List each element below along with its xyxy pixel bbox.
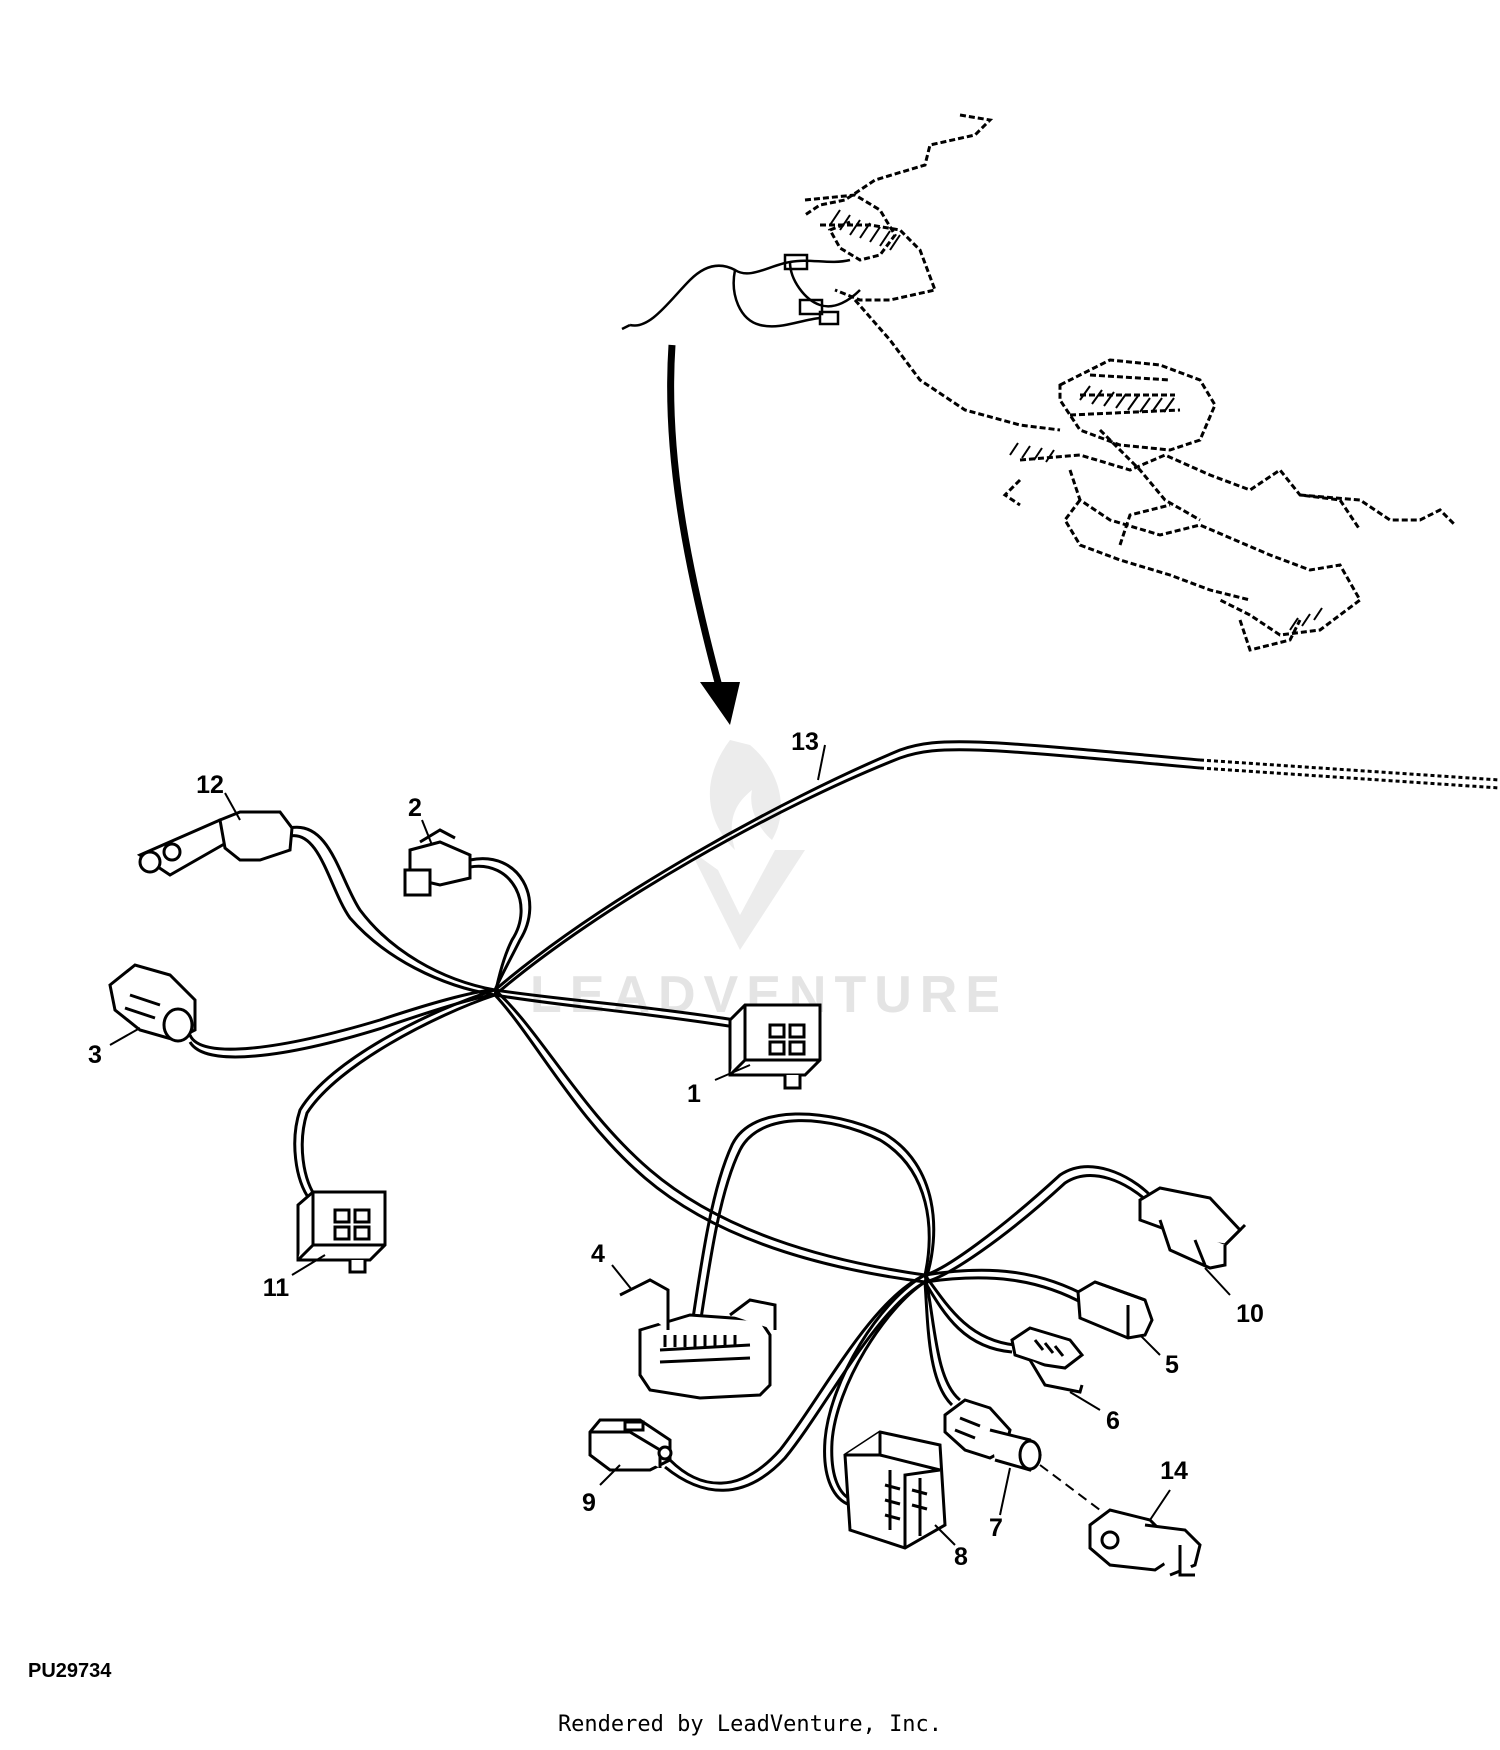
connector-14 bbox=[1088, 1508, 1202, 1577]
curved-arrow-icon bbox=[667, 344, 740, 725]
connector-8 bbox=[843, 1430, 947, 1550]
locator-harness bbox=[621, 253, 861, 331]
connector-10 bbox=[1138, 1186, 1247, 1270]
callout-3: 3 bbox=[88, 1041, 102, 1069]
connector-9 bbox=[588, 1418, 673, 1472]
callout-7: 7 bbox=[989, 1514, 1003, 1542]
harness-trunk bbox=[494, 740, 1500, 997]
connector-1 bbox=[728, 1003, 822, 1090]
callout-9: 9 bbox=[582, 1489, 596, 1517]
callout-5: 5 bbox=[1165, 1351, 1179, 1379]
connector-4 bbox=[619, 1278, 777, 1400]
callout-2: 2 bbox=[408, 794, 422, 822]
harness-branches-lower bbox=[664, 1112, 1152, 1507]
connector-7 bbox=[943, 1398, 1042, 1472]
figure-id: PU29734 bbox=[28, 1660, 112, 1682]
connector-link-dashed bbox=[1039, 1464, 1101, 1511]
connector-6 bbox=[1010, 1326, 1085, 1394]
callout-1: 1 bbox=[687, 1080, 701, 1108]
harness-mid-trunk bbox=[493, 988, 926, 1284]
callout-6: 6 bbox=[1106, 1407, 1120, 1435]
harness-branches-upper bbox=[188, 825, 736, 1201]
callout-12: 12 bbox=[196, 771, 224, 799]
machine-overview-hatching bbox=[829, 209, 1323, 631]
callout-11: 11 bbox=[263, 1274, 290, 1302]
connector-11 bbox=[296, 1190, 387, 1274]
leader-lines bbox=[109, 744, 1231, 1546]
callout-10: 10 bbox=[1236, 1300, 1264, 1328]
callout-labels: 1 2 3 4 5 6 7 8 9 10 11 12 13 14 bbox=[88, 728, 1264, 1571]
render-credit: Rendered by LeadVenture, Inc. bbox=[557, 1712, 943, 1737]
connector-2 bbox=[403, 828, 472, 897]
machine-overview bbox=[804, 113, 1457, 652]
callout-4: 4 bbox=[591, 1240, 605, 1268]
connector-5 bbox=[1076, 1280, 1154, 1340]
callout-8: 8 bbox=[954, 1543, 968, 1571]
callout-13: 13 bbox=[791, 728, 819, 756]
connector-3 bbox=[108, 963, 197, 1043]
connector-12 bbox=[136, 810, 294, 877]
callout-14: 14 bbox=[1160, 1457, 1188, 1485]
